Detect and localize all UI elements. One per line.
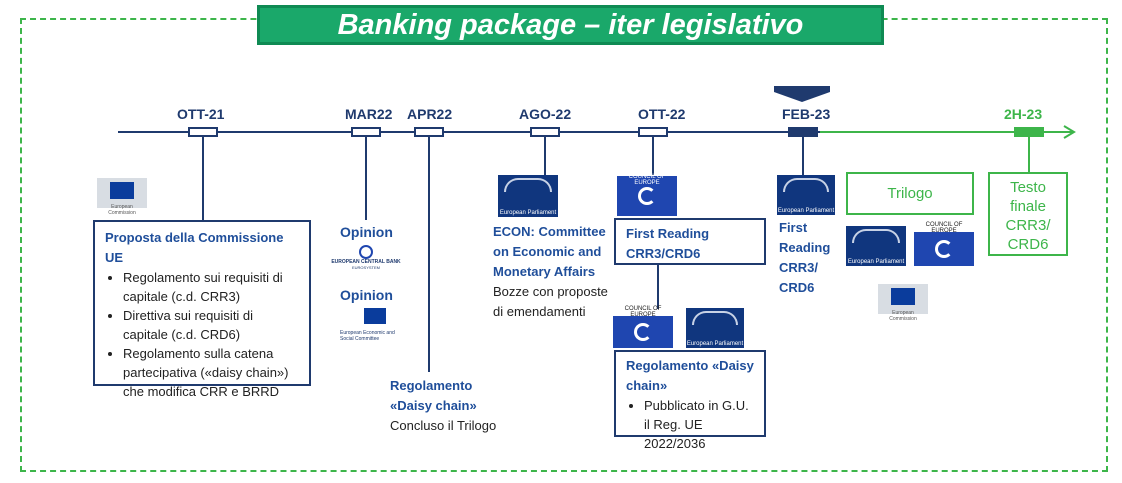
european-parliament-logo: European Parliament (777, 175, 835, 215)
daisy-apr-text: Concluso il Trilogo (390, 418, 497, 433)
timeline-arrowhead (1063, 125, 1076, 139)
connector-line-green (1028, 137, 1030, 172)
current-marker-icon (774, 86, 830, 102)
trilogo-box: Trilogo (846, 172, 974, 215)
econ-text: Bozze con proposte di emendamenti (493, 284, 608, 319)
timeline-tick (188, 127, 218, 137)
list-item: Pubblicato in G.U. il Reg. UE 2022/2036 (644, 396, 754, 453)
connector-line (657, 263, 659, 309)
connector-line (428, 137, 430, 372)
daisy-chain-apr: Regolamento «Daisy chain» Concluso il Tr… (390, 376, 510, 436)
connector-line (544, 137, 546, 175)
european-commission-logo: European Commission (97, 178, 147, 216)
timeline-tick (351, 127, 381, 137)
first-reading-ep: First Reading CRR3/ CRD6 (779, 220, 831, 295)
opinion-eesc-title: Opinion (340, 287, 393, 303)
proposal-box: Proposta della Commissione UE Regolament… (93, 220, 311, 399)
date-label-ott21: OTT-21 (177, 106, 225, 122)
daisy-apr-title: Regolamento «Daisy chain» (390, 378, 477, 413)
timeline-tick-future (1014, 127, 1044, 137)
council-of-europe-logo: COUNCIL OF EUROPE (914, 222, 974, 266)
connector-line (802, 137, 804, 175)
timeline-tick (638, 127, 668, 137)
daisy-chain-oct-box: Regolamento «Daisy chain» Pubblicato in … (614, 350, 766, 451)
opinion-ecb-title: Opinion (340, 224, 393, 240)
european-commission-logo: European Commission (878, 284, 928, 322)
timeline-tick (530, 127, 560, 137)
proposal-title: Proposta della Commissione UE (105, 230, 284, 265)
final-text-box: Testo finale CRR3/ CRD6 (988, 172, 1068, 256)
council-of-europe-logo: COUNCIL OF EUROPE (617, 174, 677, 216)
list-item: Regolamento sulla catena partecipativa (… (123, 344, 299, 401)
first-reading-council-box: First Reading CRR3/CRD6 (614, 218, 766, 265)
connector-line (652, 137, 654, 175)
page-title: Banking package – iter legislativo (257, 5, 884, 45)
econ-block: ECON: Committee on Economic and Monetary… (493, 222, 618, 322)
ecb-logo: EUROPEAN CENTRAL BANK EUROSYSTEM (326, 245, 406, 270)
list-item: Direttiva sui requisiti di capitale (c.d… (123, 306, 299, 344)
eesc-logo: European Economic and Social Committee (340, 308, 402, 342)
european-parliament-logo: European Parliament (846, 226, 906, 266)
proposal-list: Regolamento sui requisiti di capitale (c… (105, 268, 299, 401)
connector-line (365, 137, 367, 220)
date-label-ago22: AGO-22 (519, 106, 572, 122)
european-parliament-logo: European Parliament (686, 308, 744, 348)
timeline-tick-current (788, 127, 818, 137)
timeline-tick (414, 127, 444, 137)
european-parliament-logo: European Parliament (498, 175, 558, 217)
list-item: Regolamento sui requisiti di capitale (c… (123, 268, 299, 306)
date-label-mar22: MAR22 (345, 106, 393, 122)
date-label-2h23: 2H-23 (1004, 106, 1043, 122)
date-label-ott22: OTT-22 (638, 106, 686, 122)
date-label-feb23: FEB-23 (782, 106, 831, 122)
econ-title: ECON: Committee on Economic and Monetary… (493, 224, 606, 279)
date-label-apr22: APR22 (407, 106, 453, 122)
connector-line (202, 137, 204, 220)
council-of-europe-logo: COUNCIL OF EUROPE (613, 306, 673, 348)
